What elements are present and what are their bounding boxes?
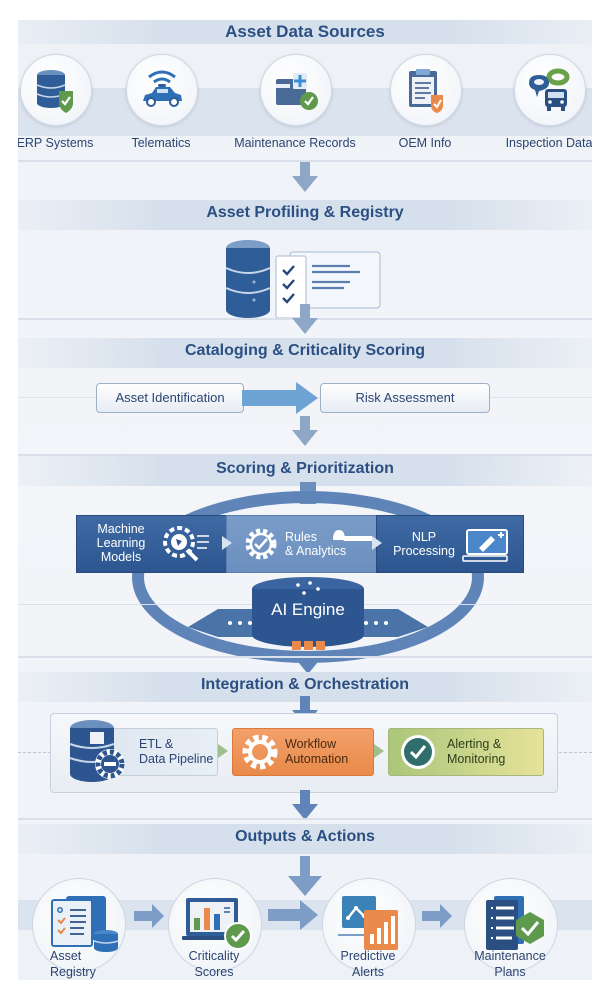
module-label: Machine <box>97 522 145 536</box>
source-label: ERP Systems <box>18 136 94 150</box>
flow-arrow-right <box>134 904 164 928</box>
database-gear-icon <box>69 720 125 782</box>
diagram-canvas: Asset Data Sources ERP Systems Telematic… <box>18 20 592 980</box>
folder-medical-icon <box>276 73 318 110</box>
flow-arrow-right <box>242 382 318 414</box>
section-title-scoring: Scoring & Prioritization <box>216 460 394 477</box>
module-label: & Analytics <box>285 544 347 558</box>
registry-checklist-icon <box>51 896 119 952</box>
gear-icon <box>242 734 278 770</box>
source-label: OEM Info <box>398 136 452 150</box>
source-label: Inspection Data <box>505 136 592 150</box>
flow-arrow-down <box>288 856 322 896</box>
section-title-profiling: Asset Profiling & Registry <box>206 204 404 221</box>
plan-list-check-icon <box>486 896 544 950</box>
module-machine-learning-models: Machine Learning Models <box>76 515 228 573</box>
step-workflow-automation: Workflow Automation <box>232 728 374 776</box>
step-label: Automation <box>285 752 349 766</box>
ml-gear-search-icon <box>163 526 209 562</box>
profiling-band <box>18 200 592 230</box>
scoring-band <box>18 456 592 486</box>
cataloging-band <box>18 338 592 368</box>
bell-tag-icon <box>333 530 373 541</box>
step-label: Monitoring <box>447 752 506 766</box>
output-label-line: Criticality <box>188 949 240 963</box>
flow-arrow-down <box>292 304 318 334</box>
section-title-cataloging: Cataloging & Criticality Scoring <box>184 342 426 359</box>
section-title-integration: Integration & Orchestration <box>200 676 410 693</box>
database-checklist-icon <box>225 240 381 319</box>
source-label: Maintenance Records <box>234 136 356 150</box>
source-erp-systems <box>20 54 92 126</box>
ai-engine-icon <box>188 577 428 650</box>
output-label: Criticality Scores <box>164 948 264 980</box>
flow-arrow-down <box>292 790 318 820</box>
chevron-right-icon <box>222 536 232 550</box>
source-label: Telematics <box>131 136 191 150</box>
chevron-right-icon <box>374 744 384 758</box>
check-circle-icon <box>401 735 435 769</box>
diagram-title: Asset Data Sources <box>225 22 385 41</box>
module-label: Rules <box>285 530 317 544</box>
chevron-right-icon <box>218 744 228 758</box>
module-label: Learning <box>96 536 146 550</box>
output-label-line: Asset <box>50 949 82 963</box>
outputs-band <box>18 824 592 854</box>
flow-arrow-down <box>292 416 318 446</box>
output-label: Asset Registry <box>28 948 150 980</box>
output-criticality-scores <box>168 878 262 972</box>
output-label-line: Maintenance <box>474 949 546 963</box>
ai-engine-label: AI Engine <box>271 600 345 619</box>
location-truck-icon <box>529 68 570 111</box>
module-label: Models <box>100 550 142 564</box>
trend-alert-icon <box>338 896 398 950</box>
bar-chart-check-icon <box>182 898 252 950</box>
step-asset-identification: Asset Identification <box>96 383 244 413</box>
section-title-outputs: Outputs & Actions <box>235 828 375 845</box>
connected-car-icon <box>143 70 182 107</box>
module-label: NLP <box>411 530 437 544</box>
module-nlp-processing: NLP Processing <box>376 515 524 573</box>
output-label: Predictive Alerts <box>318 948 418 980</box>
step-alerting-monitoring: Alerting & Monitoring <box>388 728 544 776</box>
output-label-line: Predictive <box>340 949 396 963</box>
output-label: Maintenance Plans <box>460 948 560 980</box>
source-inspection-data <box>514 54 586 126</box>
title-band <box>18 20 592 44</box>
step-label: ETL & <box>139 737 174 751</box>
output-label-line: Plans <box>494 965 526 979</box>
gear-check-icon <box>245 528 277 560</box>
flow-arrow-down <box>292 162 318 192</box>
module-label: Processing <box>393 544 455 558</box>
output-label-line: Scores <box>194 965 234 979</box>
database-shield-icon <box>36 70 73 113</box>
divider <box>18 454 592 456</box>
chevron-right-icon <box>372 536 382 550</box>
step-risk-assessment: Risk Assessment <box>320 383 490 413</box>
module-rules-analytics: Rules & Analytics <box>226 515 378 573</box>
step-label: Workflow <box>285 737 337 751</box>
flow-arrow-right <box>422 904 452 928</box>
divider <box>18 160 592 162</box>
divider <box>18 818 592 820</box>
clipboard-badge-icon <box>409 69 443 113</box>
step-label: Data Pipeline <box>139 752 214 766</box>
output-label-line: Registry <box>50 965 96 979</box>
source-oem-info <box>390 54 462 126</box>
output-label-line: Alerts <box>352 965 384 979</box>
source-telematics <box>126 54 198 126</box>
divider <box>18 656 592 658</box>
nlp-document-icon <box>462 529 508 562</box>
source-maintenance-records <box>260 54 332 126</box>
flow-arrow-right <box>268 900 318 930</box>
step-label: Alerting & <box>447 737 502 751</box>
